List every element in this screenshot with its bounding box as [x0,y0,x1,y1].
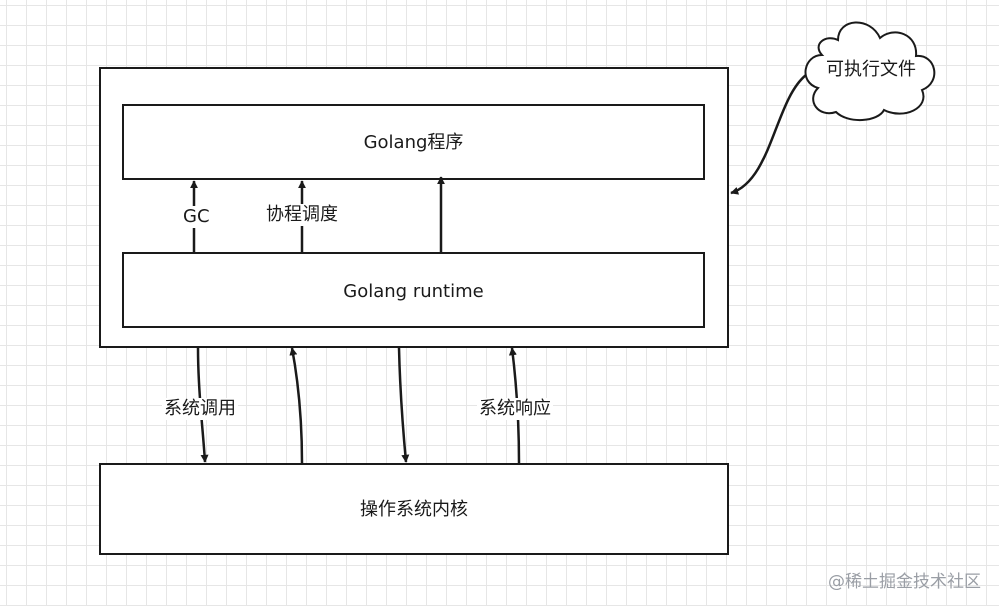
system-call-label: 系统调用 [162,398,238,420]
golang-program-box: Golang程序 [122,104,705,180]
golang-runtime-label: Golang runtime [343,281,484,302]
cloud-shape [804,21,936,121]
gc-label: GC [181,206,212,228]
arrow-kernel-down-2 [397,347,410,463]
arrow-cloud-to-container [730,74,807,195]
os-kernel-box: 操作系统内核 [99,463,729,555]
os-kernel-label: 操作系统内核 [360,499,468,520]
watermark: @稀土掘金技术社区 [828,572,981,592]
system-response-label: 系统响应 [477,398,553,420]
cloud-label: 可执行文件 [826,59,916,80]
golang-runtime-box: Golang runtime [122,252,705,328]
golang-program-label: Golang程序 [363,132,464,153]
arrow-kernel-up-1 [289,347,304,464]
coroutine-scheduling-label: 协程调度 [264,204,340,226]
